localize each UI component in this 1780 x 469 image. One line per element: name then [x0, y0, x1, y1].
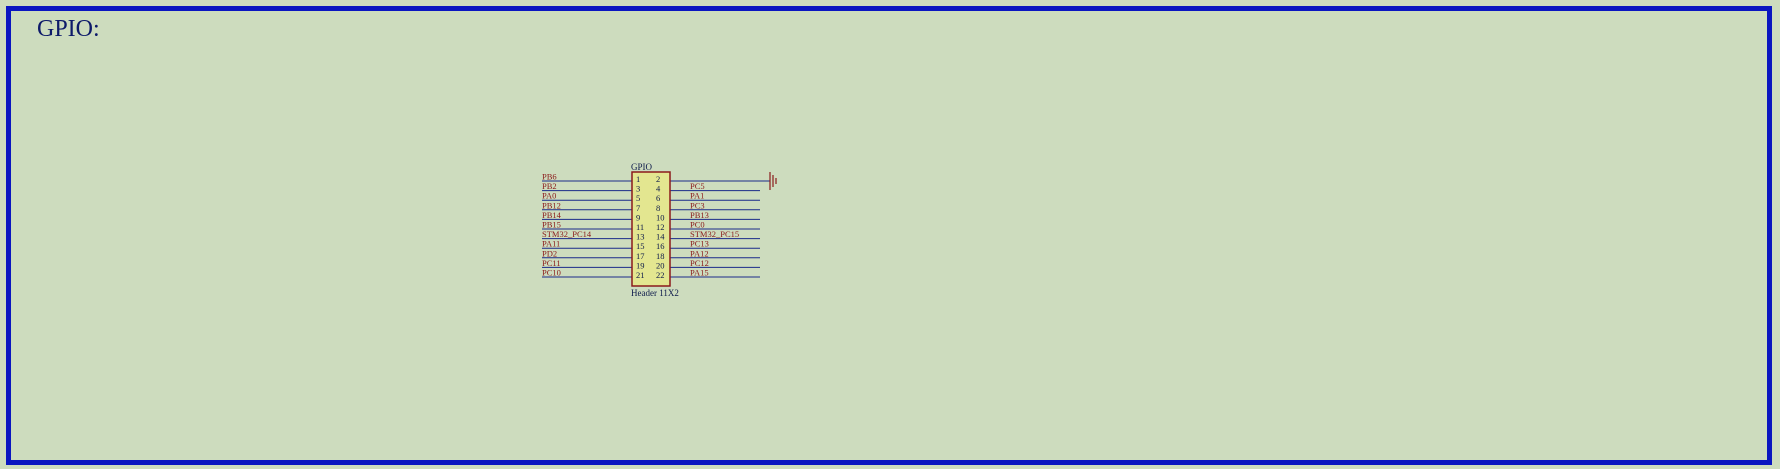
- pin-number-right: 2: [656, 174, 660, 184]
- sheet-frame: [6, 6, 1772, 465]
- wire-group: [542, 180, 770, 278]
- pin-number-left: 1: [636, 174, 640, 184]
- pin-number-left: 5: [636, 193, 640, 203]
- net-label-right[interactable]: STM32_PC15: [690, 229, 739, 239]
- net-label-right[interactable]: PC13: [690, 239, 709, 249]
- pin-number-left: 13: [636, 232, 645, 242]
- pin-number-right: 8: [656, 203, 660, 213]
- pin-number-right: 12: [656, 222, 665, 232]
- pin-number-right: 10: [656, 212, 665, 222]
- net-label-right[interactable]: PA12: [690, 248, 709, 258]
- net-label-group: PB6PB2PA0PB12PB14PB15STM32_PC14PA11PD2PC…: [542, 172, 739, 278]
- net-label-left[interactable]: STM32_PC14: [542, 229, 592, 239]
- header-component-body[interactable]: [631, 171, 671, 287]
- net-label-left[interactable]: PB6: [542, 172, 557, 182]
- pin-number-right: 22: [656, 270, 665, 280]
- pin-number-left: 17: [636, 251, 645, 261]
- net-label-left[interactable]: PB14: [542, 210, 562, 220]
- net-label-right[interactable]: PC12: [690, 258, 709, 268]
- net-label-left[interactable]: PB15: [542, 220, 561, 230]
- net-label-left[interactable]: PA0: [542, 191, 556, 201]
- pin-number-left: 15: [636, 241, 645, 251]
- net-label-right[interactable]: PB13: [690, 210, 709, 220]
- pin-number-right: 4: [656, 184, 661, 194]
- net-label-left[interactable]: PB12: [542, 200, 561, 210]
- net-label-left[interactable]: PB2: [542, 181, 557, 191]
- net-label-right[interactable]: PC5: [690, 181, 705, 191]
- pin-number-right: 18: [656, 251, 665, 261]
- component-designator[interactable]: GPIO: [631, 162, 653, 172]
- component-part-name[interactable]: Header 11X2: [631, 288, 679, 298]
- pin-number-left: 3: [636, 184, 640, 194]
- ground-symbol[interactable]: [769, 172, 777, 190]
- net-label-right[interactable]: PA15: [690, 268, 709, 278]
- pin-number-right: 14: [656, 232, 665, 242]
- pin-number-left: 7: [636, 203, 640, 213]
- pin-number-right: 6: [656, 193, 660, 203]
- pin-number-right: 16: [656, 241, 665, 251]
- net-label-left[interactable]: PC11: [542, 258, 561, 268]
- net-label-left[interactable]: PD2: [542, 248, 557, 258]
- net-label-left[interactable]: PA11: [542, 239, 560, 249]
- pin-number-left: 19: [636, 260, 645, 270]
- pin-number-left: 21: [636, 270, 645, 280]
- net-label-right[interactable]: PC3: [690, 200, 705, 210]
- pin-number-left: 11: [636, 222, 644, 232]
- net-label-right[interactable]: PA1: [690, 191, 704, 201]
- pin-number-right: 20: [656, 260, 665, 270]
- net-label-left[interactable]: PC10: [542, 268, 561, 278]
- net-label-right[interactable]: PC0: [690, 220, 705, 230]
- sheet-title: GPIO:: [37, 16, 100, 42]
- pin-number-left: 9: [636, 212, 640, 222]
